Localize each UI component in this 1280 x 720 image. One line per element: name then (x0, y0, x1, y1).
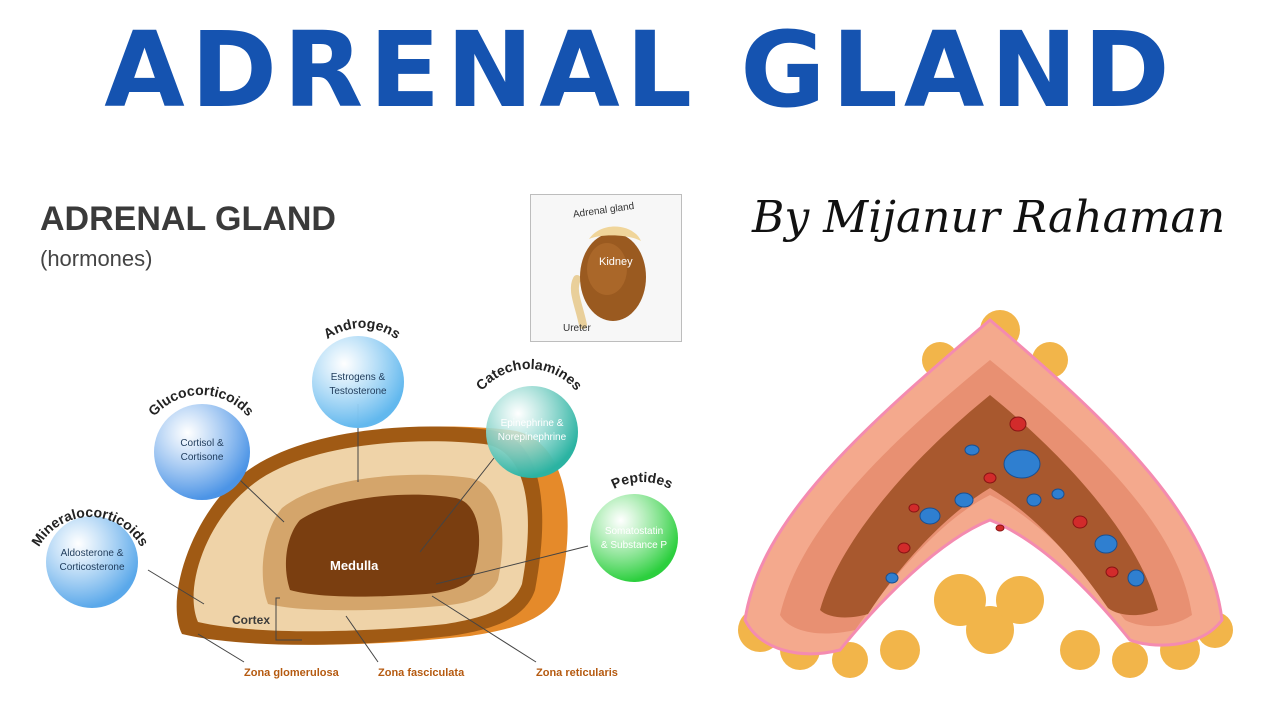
diagram-title: ADRENAL GLAND (40, 200, 336, 238)
medulla-label: Medulla (330, 558, 379, 573)
zona-fasciculata-label: Zona fasciculata (378, 667, 465, 679)
leader-lines (147, 404, 589, 663)
hormone-androgens: Androgens Estrogens & Testosterone (312, 315, 404, 428)
glucocorticoids-line1: Cortisol & (180, 438, 224, 449)
zona-glomerulosa-label: Zona glomerulosa (244, 667, 340, 679)
peptides-line2: & Substance P (601, 540, 667, 551)
hormone-mineralocorticoids: Mineralocorticoids Aldosterone & Cortico… (28, 504, 152, 608)
mineralocorticoids-line1: Aldosterone & (61, 548, 124, 559)
zona-reticularis-label: Zona reticularis (536, 667, 618, 679)
hormone-peptides: Peptides Somatostatin & Substance P (590, 469, 678, 582)
kidney-inset: Adrenal gland Kidney Ureter (530, 194, 682, 342)
peptides-line1: Somatostatin (605, 526, 663, 537)
kidney-inset-illustration: Adrenal gland Kidney Ureter (563, 201, 646, 334)
peptides-heading: Peptides (609, 469, 676, 492)
author-credit: By Mijanur Rahaman (752, 192, 1226, 243)
inset-kidney-label: Kidney (599, 256, 633, 268)
inset-ureter-label: Ureter (563, 323, 591, 334)
cortex-label: Cortex (232, 613, 270, 627)
androgens-line1: Estrogens & (331, 372, 386, 383)
gland-cross-section: Medulla Cortex (176, 426, 568, 645)
glucocorticoids-line2: Cortisone (181, 452, 224, 463)
adrenal-cross-section-illustration (738, 310, 1233, 678)
catecholamines-line1: Epinephrine & (501, 418, 564, 429)
mineralocorticoids-line2: Corticosterone (59, 562, 124, 573)
banner-title: ADRENAL GLAND (104, 9, 1176, 131)
catecholamines-line2: Norepinephrine (498, 432, 567, 443)
diagram-subtitle: (hormones) (40, 246, 153, 271)
androgens-line2: Testosterone (329, 386, 387, 397)
